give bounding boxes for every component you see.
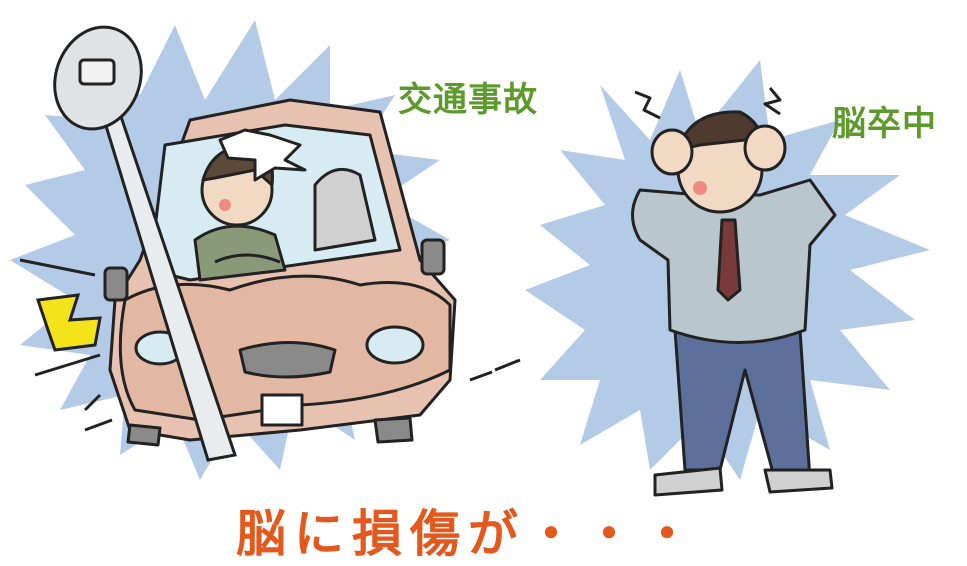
left-mirror <box>103 266 129 302</box>
steering-wheel <box>214 253 281 264</box>
car-wheel-right <box>373 416 414 444</box>
right-shoe <box>763 468 834 494</box>
street-pole <box>53 25 237 462</box>
car-wheel-left <box>126 423 162 447</box>
right-hand <box>743 124 787 172</box>
driver-cheek <box>219 199 231 211</box>
car-seat <box>313 167 377 252</box>
speed-lines <box>19 258 521 432</box>
brain-damage-caption: 脳に損傷が・・・ <box>236 505 700 563</box>
car-grille <box>238 341 337 379</box>
sound-effect-dn <box>35 293 102 352</box>
sfx-shape <box>35 293 102 352</box>
man-cheek <box>693 181 707 195</box>
left-shoe <box>653 466 724 497</box>
pain-mark-left <box>634 90 661 120</box>
man-tie <box>716 218 742 302</box>
right-mirror <box>420 238 446 276</box>
man-illustration <box>631 87 837 497</box>
pain-mark-right <box>763 87 782 116</box>
driver-body <box>193 224 287 282</box>
left-hand <box>650 128 694 176</box>
right-headlight <box>365 325 425 365</box>
illustration-svg <box>10 20 930 497</box>
windshield-crack <box>218 128 307 182</box>
license-plate <box>260 393 304 427</box>
pole-bracket <box>78 58 116 86</box>
traffic-accident-label: 交通事故 <box>398 80 538 120</box>
illustration-canvas: 交通事故 脳卒中 脳に損傷が・・・ <box>10 20 937 563</box>
stroke-label: 脳卒中 <box>832 104 937 144</box>
